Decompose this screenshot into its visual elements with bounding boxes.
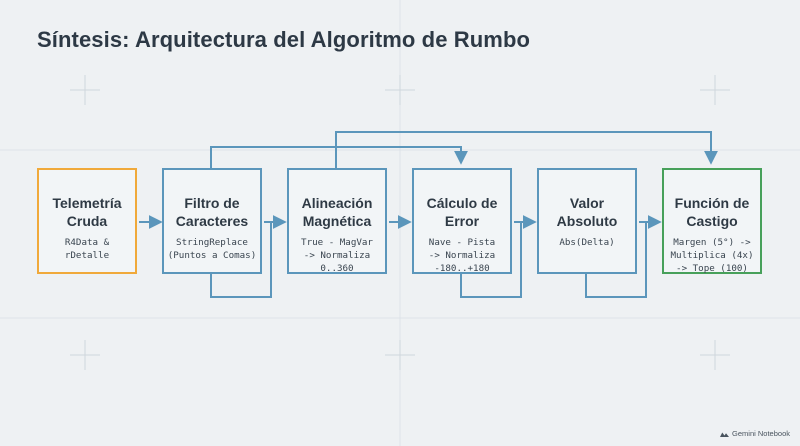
node-title: Alineación Magnética [301,195,373,229]
node-telemetria-cruda: Telemetría Cruda R4Data & rDetalle [37,168,137,274]
node-description: Margen (5°) -> Multiplica (4x) -> Tope (… [670,237,754,274]
node-description: True - MagVar -> Normaliza 0..360 [301,237,373,274]
node-description: R4Data & rDetalle [64,237,110,261]
gemini-notebook-badge: Gemini Notebook [720,429,790,438]
page-title: Síntesis: Arquitectura del Algoritmo de … [37,27,531,52]
node-funcion-de-castigo: Función de Castigo Margen (5°) -> Multip… [662,168,762,274]
bottom-loop-4 [460,222,522,298]
bottom-loop-2 [210,222,272,298]
node-description: Abs(Delta) [559,237,615,248]
node-title: Valor Absoluto [556,195,618,229]
node-description: Nave - Pista -> Normaliza -180..+180 [428,237,496,274]
node-description: StringReplace (Puntos a Comas) [167,237,257,261]
node-title: Función de Castigo [674,195,750,229]
node-title: Cálculo de Error [426,195,498,229]
bottom-loop-5 [585,222,647,298]
node-valor-absoluto: Valor Absoluto Abs(Delta) [537,168,637,274]
node-filtro-de-caracteres: Filtro de Caracteres StringReplace (Punt… [162,168,262,274]
node-alineacion-magnetica: Alineación Magnética True - MagVar -> No… [287,168,387,274]
gemini-notebook-icon [720,432,730,437]
top-connector-3-6 [335,131,718,168]
node-title: Telemetría Cruda [52,195,122,229]
badge-label: Gemini Notebook [732,429,790,438]
node-title: Filtro de Caracteres [175,195,249,229]
node-calculo-de-error: Cálculo de Error Nave - Pista -> Normali… [412,168,512,274]
